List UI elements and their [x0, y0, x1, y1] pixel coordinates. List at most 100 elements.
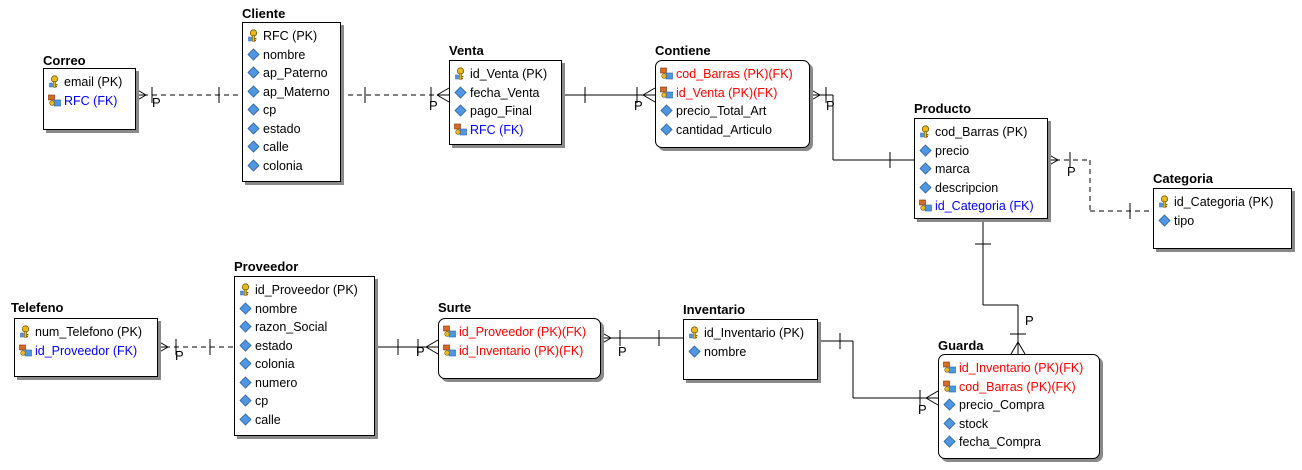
attribute-row[interactable]: nombre [239, 300, 297, 318]
entity-title: Surte [438, 300, 472, 315]
attribute-label: id_Venta (PK)(FK) [676, 85, 778, 100]
attribute-label: cod_Barras (PK) [935, 125, 1028, 139]
attribute-diamond-icon [454, 85, 467, 99]
attribute-label: id_Categoria (FK) [935, 199, 1034, 213]
attribute-diamond-icon [239, 394, 252, 407]
attribute-row[interactable]: cp [239, 392, 268, 410]
attribute-diamond-icon [247, 140, 260, 153]
rel-surte-inventario: P [598, 330, 683, 359]
attribute-row[interactable]: num_Telefono (PK) [19, 323, 142, 341]
attribute-row[interactable]: id_Inventario (PK)(FK) [443, 342, 583, 360]
rel-correo-cliente: P [133, 87, 242, 110]
attribute-label: pago_Final [470, 104, 532, 118]
entity-box[interactable]: id_Inventario (PK) nombre [683, 319, 818, 380]
foreign-key-icon [660, 67, 673, 80]
attribute-row[interactable]: colonia [239, 355, 295, 373]
attribute-label: RFC (PK) [263, 29, 318, 43]
attribute-label: id_Venta (PK) [470, 67, 548, 81]
attribute-row[interactable]: cod_Barras (PK)(FK) [943, 378, 1076, 396]
key-icon [48, 75, 61, 88]
attribute-row[interactable]: cod_Barras (PK) [919, 123, 1027, 141]
entity-box[interactable]: num_Telefono (PK)id_Proveedor (FK) [14, 318, 158, 377]
attribute-diamond-icon [247, 121, 260, 135]
attribute-row[interactable]: RFC (FK) [48, 92, 117, 110]
attribute-label: estado [263, 121, 301, 136]
entity-box[interactable]: id_Inventario (PK)(FK) cod_Barras (PK)(FK… [938, 354, 1100, 459]
attribute-label: stock [959, 416, 989, 431]
attribute-label: ap_Materno [263, 84, 330, 99]
attribute-row[interactable]: id_Venta (PK) [454, 65, 547, 83]
attribute-label: estado [255, 338, 293, 353]
attribute-row[interactable]: id_Categoria (PK) [1158, 193, 1273, 211]
entity-title: Proveedor [234, 259, 299, 274]
attribute-row[interactable]: stock [943, 415, 988, 433]
attribute-row[interactable]: email (PK) [48, 73, 122, 91]
entity-box[interactable]: id_Proveedor (PK)(FK)id_Inventario (PK)(… [438, 318, 601, 379]
attribute-row[interactable]: precio_Total_Art [660, 102, 766, 120]
attribute-row[interactable]: razon_Social [239, 318, 327, 336]
attribute-row[interactable]: colonia [247, 157, 303, 175]
attribute-row[interactable]: calle [239, 411, 281, 429]
attribute-row[interactable]: cantidad_Articulo [660, 121, 772, 139]
attribute-diamond-icon [660, 122, 673, 136]
attribute-label: marca [935, 162, 970, 176]
attribute-row[interactable]: descripcion [919, 179, 998, 197]
attribute-row[interactable]: estado [239, 337, 293, 355]
attribute-row[interactable]: precio_Compra [943, 396, 1044, 414]
entity-title: Contiene [655, 43, 711, 58]
attribute-row[interactable]: pago_Final [454, 102, 532, 120]
entity-title: Venta [449, 43, 484, 58]
rel-telefono-proveedor: P [155, 339, 234, 363]
attribute-label: razon_Social [255, 320, 328, 334]
attribute-row[interactable]: RFC (FK) [454, 121, 523, 139]
attribute-row[interactable]: id_Categoria (FK) [919, 197, 1034, 215]
key-icon [19, 325, 32, 338]
attribute-row[interactable]: fecha_Venta [454, 84, 540, 102]
entity-box[interactable]: cod_Barras (PK) precio marca descripcion id_… [914, 118, 1048, 219]
attribute-row[interactable]: cod_Barras (PK)(FK) [660, 65, 793, 83]
cardinality-label: P [152, 95, 161, 110]
attribute-row[interactable]: id_Venta (PK)(FK) [660, 84, 777, 102]
attribute-label: tipo [1174, 213, 1195, 228]
attribute-label: cod_Barras (PK)(FK) [959, 379, 1076, 394]
attribute-row[interactable]: ap_Paterno [247, 64, 328, 82]
attribute-label: precio_Total_Art [676, 104, 767, 118]
attribute-row[interactable]: ap_Materno [247, 83, 330, 101]
attribute-row[interactable]: id_Proveedor (FK) [19, 342, 137, 360]
entity-box[interactable]: cod_Barras (PK)(FK) id_Venta (PK)(FK) prec… [655, 60, 810, 148]
attribute-row[interactable]: marca [919, 160, 970, 178]
key-icon [919, 125, 932, 138]
attribute-row[interactable]: id_Proveedor (PK) [239, 281, 358, 299]
entity-box[interactable]: id_Categoria (PK) tipo [1153, 188, 1292, 249]
attribute-diamond-icon [247, 84, 260, 98]
attribute-row[interactable]: calle [247, 138, 289, 156]
attribute-row[interactable]: id_Inventario (PK)(FK) [943, 359, 1083, 377]
attribute-diamond-icon [247, 103, 260, 116]
cardinality-label: P [634, 98, 643, 113]
cardinality-label: P [826, 98, 835, 113]
entity-title: Producto [914, 101, 972, 116]
attribute-row[interactable]: nombre [688, 343, 746, 361]
attribute-row[interactable]: nombre [247, 46, 305, 64]
attribute-row[interactable]: estado [247, 120, 301, 138]
attribute-row[interactable]: precio [919, 142, 969, 160]
attribute-diamond-icon [247, 158, 260, 172]
attribute-row[interactable]: fecha_Compra [943, 433, 1041, 451]
attribute-row[interactable]: id_Proveedor (PK)(FK) [443, 323, 586, 341]
entity-box[interactable]: email (PK)RFC (FK) [43, 68, 136, 130]
entity-title: Correo [43, 53, 86, 68]
attribute-row[interactable]: RFC (PK) [247, 27, 317, 45]
attribute-label: nombre [704, 344, 747, 359]
attribute-row[interactable]: numero [239, 374, 297, 392]
attribute-label: id_Inventario (PK)(FK) [959, 361, 1084, 375]
entity-title: Guarda [938, 338, 984, 353]
attribute-row[interactable]: id_Inventario (PK) [688, 324, 804, 342]
attribute-row[interactable]: tipo [1158, 212, 1194, 230]
attribute-row[interactable]: cp [247, 101, 276, 119]
key-icon [247, 29, 260, 42]
attribute-diamond-icon [454, 104, 467, 117]
